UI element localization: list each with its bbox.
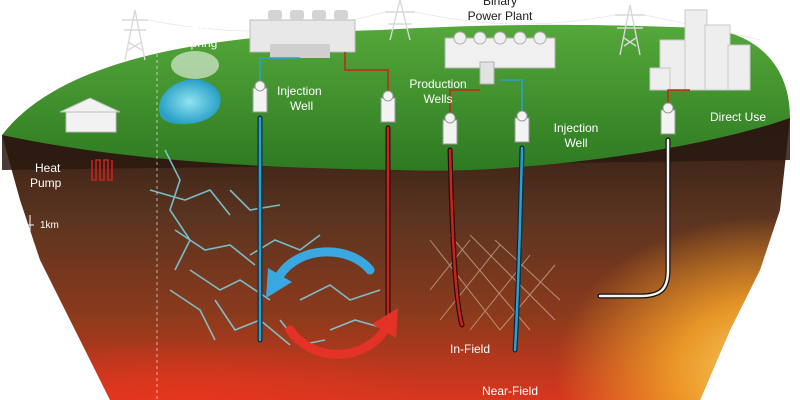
injection-well-right-label-line2: Well — [564, 136, 587, 150]
power-plant-building-left — [249, 10, 356, 58]
in-field-label: In-Field — [450, 342, 490, 356]
direct-use-label: Direct Use — [710, 110, 766, 124]
house-icon — [59, 97, 121, 133]
well-pipes — [257, 115, 671, 353]
city-buildings-icon — [649, 9, 751, 91]
transmission-tower-icon — [122, 0, 645, 61]
heat-pump-label-line2: Pump — [30, 176, 62, 190]
depth-axis-title: DEPTH — [8, 368, 15, 392]
depth-tick-1km: 1km — [40, 220, 59, 231]
stimulated-zone-hatch — [429, 234, 561, 331]
depth-tick-4km: 4km — [40, 350, 59, 361]
wellhead-icon — [252, 80, 676, 145]
depth-axis: 1km 4km DEPTH — [8, 215, 59, 400]
hot-spring-label-line2: Spring — [183, 36, 218, 50]
power-plant-label-line1: Binary — [483, 0, 517, 8]
earth-cross-section — [0, 118, 800, 400]
near-field-label: Near-Field — [482, 384, 538, 398]
injection-well-right-label-line1: Injection — [554, 121, 599, 135]
injection-well-left-label-line2: Well — [290, 99, 313, 113]
hot-spring-label-line1: Hot — [191, 21, 210, 35]
production-wells-label-line1: Production — [409, 77, 466, 91]
injection-well-left-label-line1: Injection — [277, 84, 322, 98]
production-wells-label-line2: Wells — [423, 92, 452, 106]
hot-spring-icon — [158, 51, 221, 125]
circulation-arrow-icon — [266, 247, 398, 359]
heat-pump-label-line1: Heat — [35, 161, 61, 175]
cooling-fan-icon — [444, 31, 556, 85]
power-plant-label-line2: Power Plant — [468, 9, 533, 23]
heat-pump-coil — [91, 159, 113, 181]
